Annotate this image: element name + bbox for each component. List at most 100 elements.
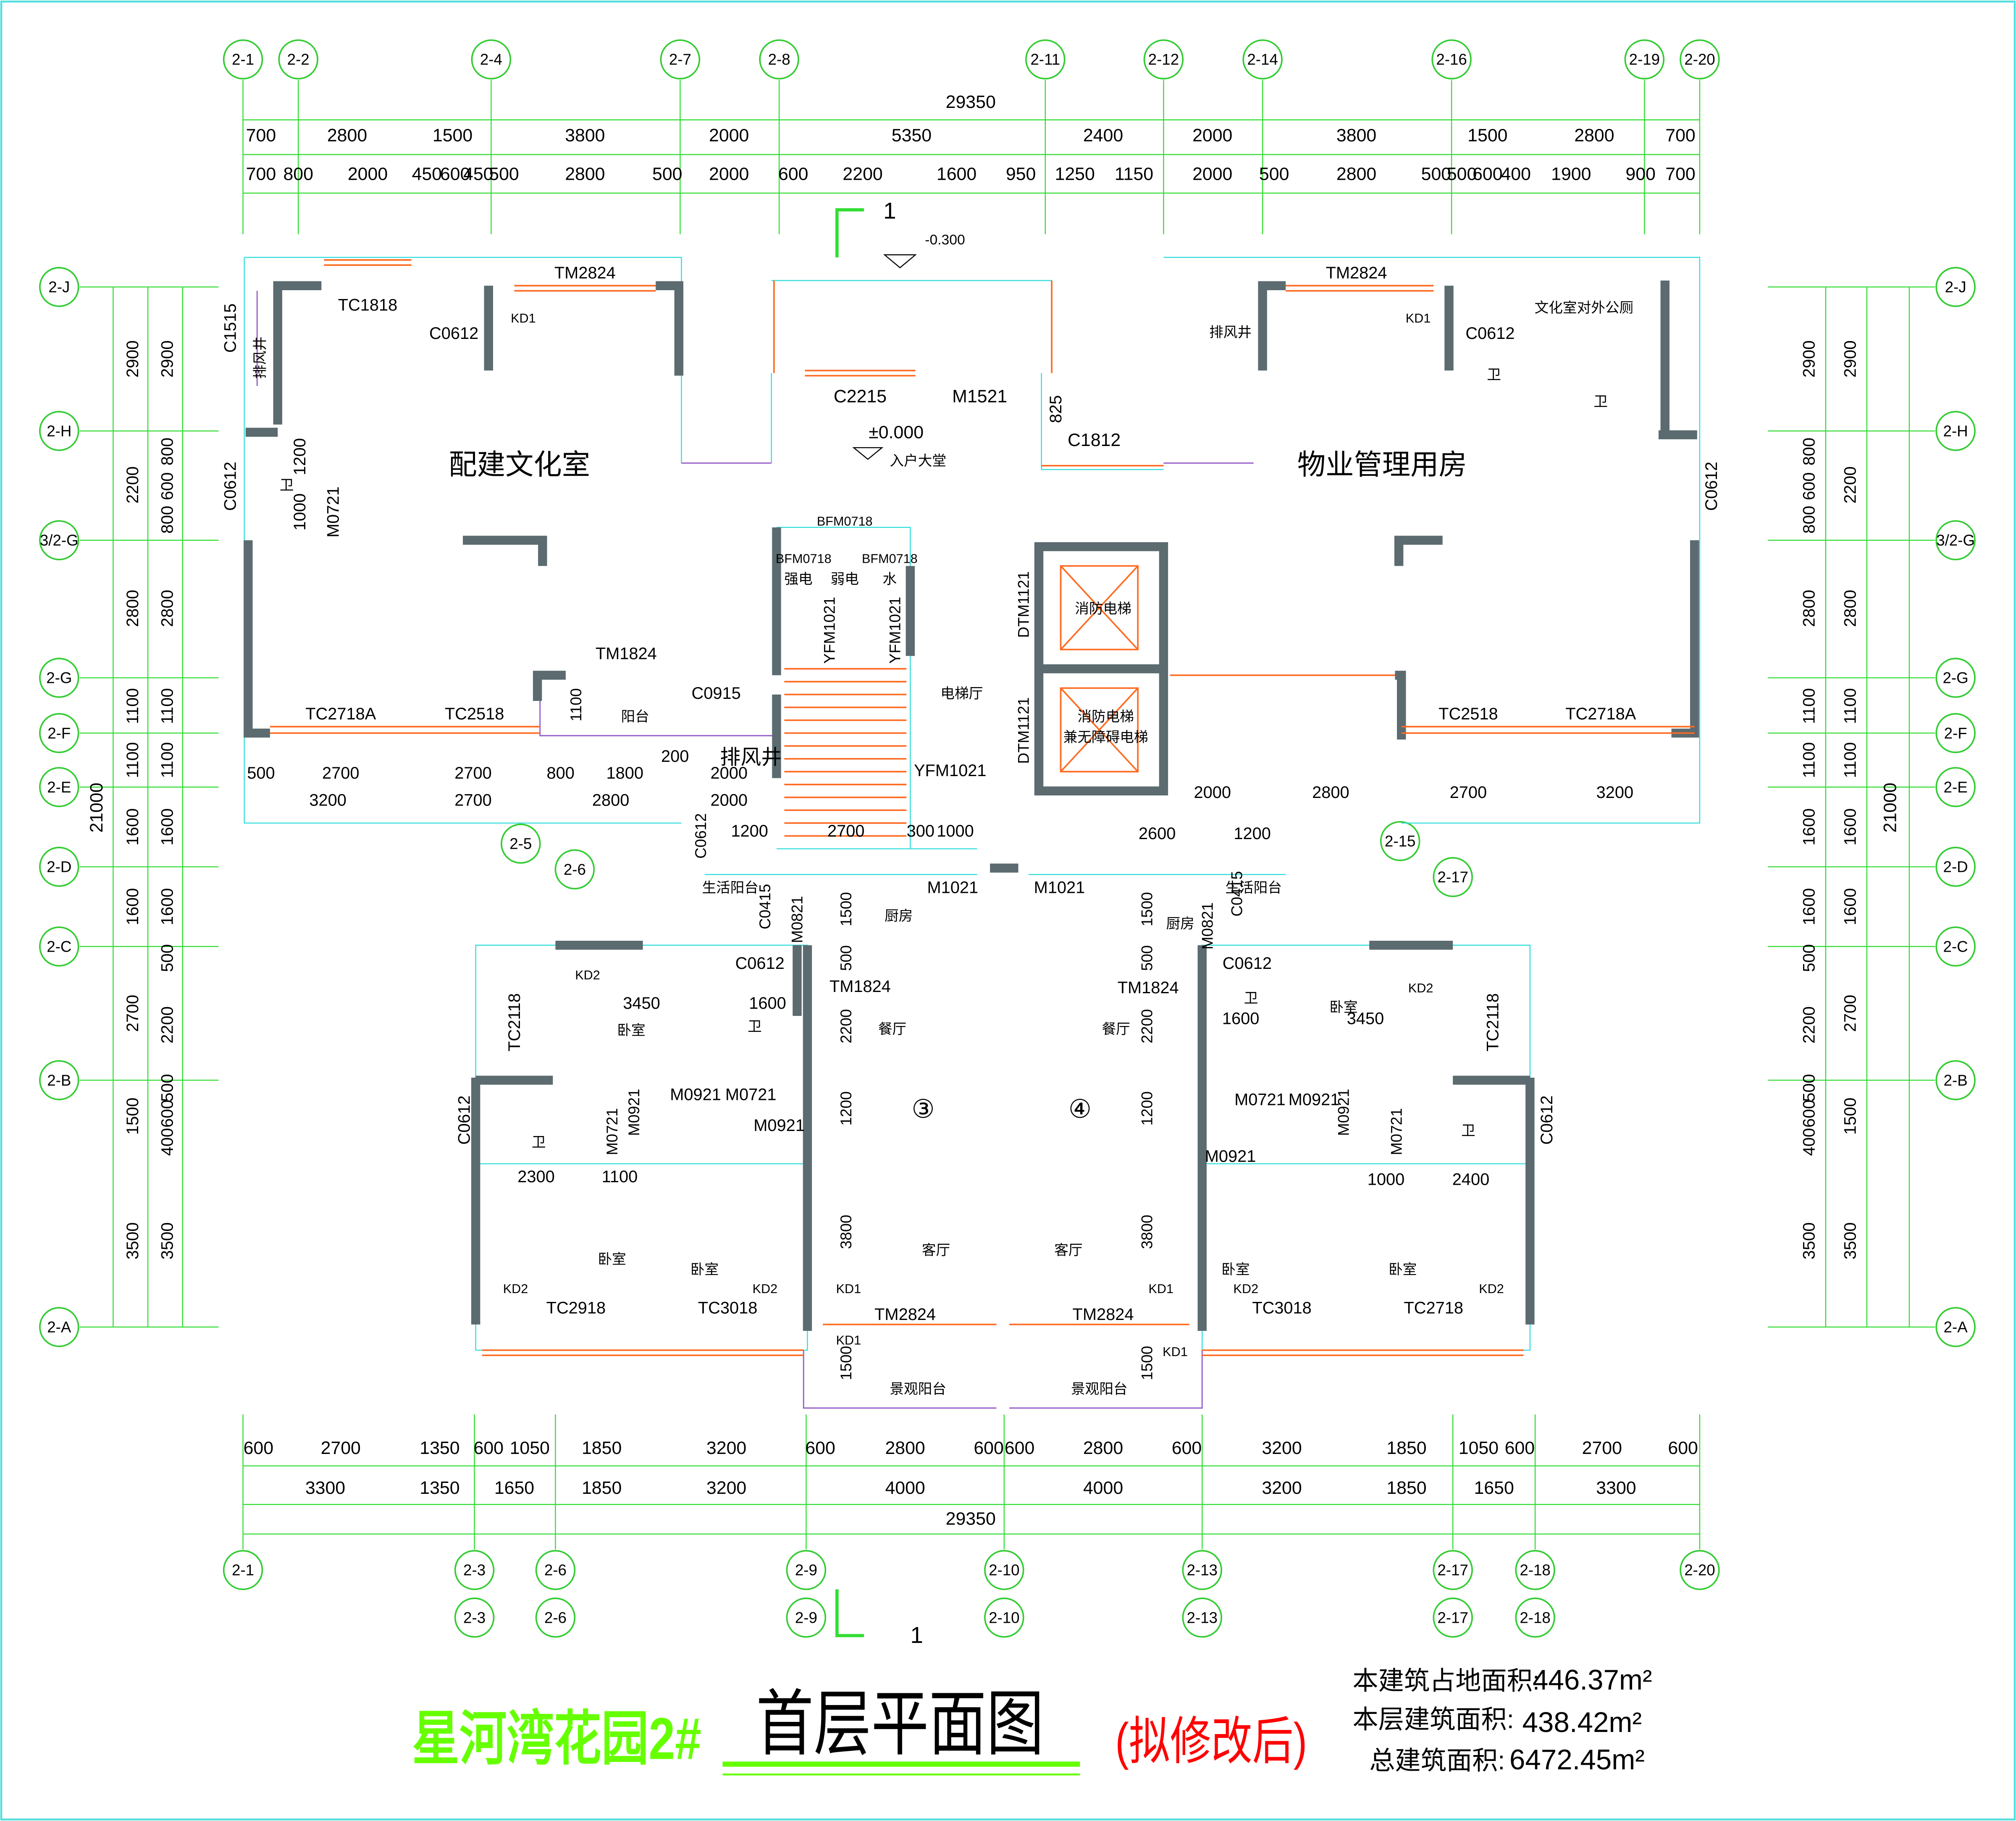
dimension: 1600 (1841, 888, 1860, 926)
axis-label: 2-10 (989, 1561, 1020, 1579)
plan-label: 1200 (837, 1092, 855, 1126)
axis-bubble: 2-3 (454, 1597, 495, 1638)
plan-label: 2700 (1450, 783, 1487, 802)
dimension: 500 (1800, 1074, 1819, 1102)
axis-circle (1433, 857, 1473, 897)
axis-bubble: 2-J (39, 267, 79, 307)
dimension: 2200 (158, 1006, 177, 1044)
plan-label: TC2518 (1438, 705, 1498, 723)
plan-label: 卫 (748, 1019, 762, 1034)
dimension: 2800 (158, 590, 177, 627)
plan-label: YFM1021 (886, 597, 903, 664)
axis-label: 2-E (1944, 779, 1968, 796)
axis-label: 2-7 (669, 51, 691, 68)
dimension: 3200 (706, 1478, 746, 1498)
axis-circle (1680, 39, 1720, 80)
axis-label: 2-3 (463, 1609, 486, 1626)
dimension: 1150 (1115, 164, 1153, 184)
axis-circle (1515, 1550, 1555, 1590)
dimension: 2000 (348, 164, 388, 184)
axis-bubble: 2-17 (1433, 1597, 1473, 1638)
axis-label: 2-D (47, 858, 71, 876)
axis-label: 2-1 (232, 51, 254, 68)
axis-label: 2-20 (1684, 1561, 1715, 1579)
plan-label: 生活阳台 (702, 880, 759, 896)
plan-label: 1200 (731, 822, 768, 840)
plan-label: C0415 (1228, 871, 1246, 916)
plan-label: 电梯厅 (940, 686, 983, 702)
axis-bubble: 2-E (39, 767, 79, 807)
plan-label: TC2118 (1484, 993, 1502, 1052)
section-marker (835, 208, 864, 1637)
dimension: 1850 (1386, 1438, 1426, 1458)
axis-circle (278, 39, 318, 80)
plan-label: TC3018 (698, 1299, 758, 1317)
axis-bubble: 2-D (39, 847, 79, 887)
dimension: 1500 (433, 125, 472, 145)
dimension: 500 (1259, 164, 1289, 184)
dimension: 1500 (123, 1098, 142, 1135)
plan-label: 卫 (532, 1135, 546, 1150)
plan-label: TC2718A (1565, 705, 1636, 723)
plan-label: BFM0718 (776, 551, 832, 566)
dimension: 2900 (1800, 340, 1819, 378)
dimension: 2200 (843, 164, 882, 184)
plan-label: 300 (907, 822, 934, 840)
dimension: 2900 (123, 340, 142, 378)
plan-label: 3450 (623, 994, 660, 1013)
plan-label: 1100 (602, 1168, 638, 1186)
plan-label: 1200 (1138, 1092, 1155, 1126)
dimension: 500 (1800, 944, 1819, 972)
plan-label: M0821 (789, 896, 806, 943)
dimension: 500 (158, 944, 177, 972)
axis-circle (786, 1550, 827, 1590)
plan-label: 1 (883, 197, 896, 223)
dimension: 600 (1473, 164, 1502, 184)
axis-bubble: 2-18 (1515, 1550, 1555, 1590)
plan-label: 1600 (749, 994, 786, 1013)
axis-circle (39, 658, 79, 698)
plan-label: TC3018 (1252, 1299, 1312, 1317)
plan-label: M0721 (604, 1108, 621, 1155)
dimension: 1100 (158, 688, 177, 724)
area-label-total: 总建筑面积: (1369, 1746, 1505, 1775)
axis-label: 2-6 (544, 1609, 567, 1626)
plan-label: 2200 (837, 1009, 855, 1044)
dimension: 1050 (510, 1438, 550, 1458)
axis-circle (1935, 267, 1976, 307)
plan-label: KD1 (836, 1282, 861, 1296)
dimension: 400 (158, 1128, 177, 1156)
dimension: 2900 (158, 340, 177, 378)
axis-bubble: 2-9 (786, 1597, 827, 1638)
axis-circle (223, 39, 263, 80)
plan-label: 2700 (454, 764, 492, 782)
dimension: 1850 (582, 1438, 622, 1458)
dimension: 600 (1172, 1438, 1202, 1458)
plan-label: 2800 (592, 791, 630, 809)
plan-label: C0612 (455, 1095, 474, 1144)
axis-circle (554, 849, 595, 890)
dimension: 800 (1800, 506, 1819, 533)
plan-label: 2000 (710, 764, 747, 782)
plan-label: KD2 (1234, 1282, 1259, 1296)
plan-label: M0921 (1335, 1089, 1352, 1136)
plan-label: 物业管理用房 (1297, 449, 1467, 481)
dimension: 2800 (1336, 164, 1376, 184)
dimension: 2700 (321, 1438, 361, 1458)
plan-label: 卧室 (1221, 1262, 1250, 1278)
dimension: 2800 (565, 164, 605, 184)
plan-label: 3450 (1347, 1010, 1384, 1028)
plan-label: 200 (661, 747, 689, 766)
plan-label: DTM1121 (1015, 571, 1032, 638)
plan-label: 排风井 (1209, 324, 1252, 340)
plan-label: C0612 (1465, 324, 1515, 343)
axis-circle (39, 267, 79, 307)
dimension: 2700 (123, 995, 142, 1032)
plan-label: 1500 (837, 892, 855, 926)
plan-label: 1500 (1138, 1346, 1155, 1380)
axis-bubble: 2-18 (1515, 1597, 1555, 1638)
axis-label: 2-C (47, 938, 71, 955)
axis-bubble: 2-19 (1624, 39, 1665, 80)
dimension: 700 (246, 164, 276, 184)
